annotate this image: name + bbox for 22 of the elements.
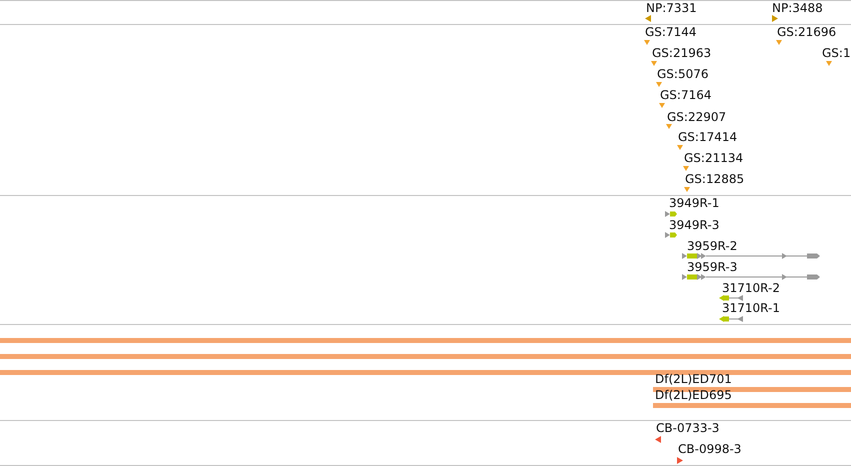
- feature-label: GS:21134: [684, 152, 744, 164]
- feature-label: CB-0733-3: [656, 422, 720, 434]
- feature-label: GS:1: [822, 47, 851, 59]
- feature-label: 3959R-2: [687, 240, 738, 252]
- feature-label: Df(2L)ED701: [655, 373, 732, 385]
- feature-label: Df(2L)ED695: [655, 389, 732, 401]
- feature-label: GS:17414: [678, 131, 738, 143]
- feature-label: 31710R-1: [722, 302, 780, 314]
- feature-label: GS:22907: [667, 111, 726, 123]
- feature-label: GS:21963: [652, 47, 712, 59]
- feature-label: 3959R-3: [687, 261, 738, 273]
- feature-label: GS:7144: [645, 26, 696, 38]
- feature-label: GS:21696: [777, 26, 836, 38]
- feature-label: GS:5076: [657, 68, 708, 80]
- feature-label: NP:3488: [772, 2, 823, 14]
- feature-label: CB-0998-3: [678, 443, 742, 455]
- feature-label: GS:12885: [685, 173, 744, 185]
- feature-label: 3949R-3: [669, 219, 720, 231]
- feature-label: 31710R-2: [722, 282, 780, 294]
- feature-label: 3949R-1: [669, 197, 720, 209]
- feature-label: GS:7164: [660, 89, 712, 101]
- feature-label: NP:7331: [646, 2, 697, 14]
